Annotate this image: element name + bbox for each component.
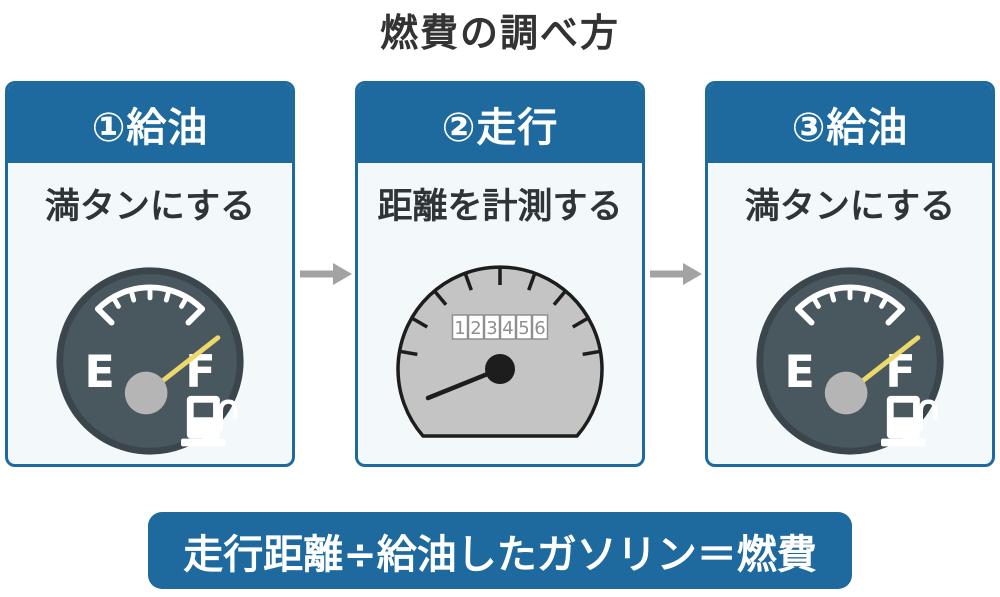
odometer-digit: 5 xyxy=(518,318,529,339)
step-3-description: 満タンにする xyxy=(744,187,956,227)
step-1-description: 満タンにする xyxy=(44,187,256,227)
step-1-header-label: ①給油 xyxy=(91,104,209,151)
step-2-header-label: ②走行 xyxy=(441,104,559,151)
step-panel-drive: ②走行 距離を計測する xyxy=(355,81,645,467)
gauge-full-label: F xyxy=(885,346,915,398)
step-panel-refuel-1: ①給油 満タンにする E F xyxy=(5,81,295,467)
fuel-gauge-icon: E F xyxy=(56,267,244,455)
step-2-header: ②走行 xyxy=(358,84,642,163)
gauge-empty-label: E xyxy=(784,346,814,398)
gauge-full-label: F xyxy=(185,346,215,398)
arrow-right-icon xyxy=(650,263,702,285)
fuel-gauge-icon: E F xyxy=(756,267,944,455)
gauge-needle-hub xyxy=(824,371,868,415)
step-1-header: ①給油 xyxy=(8,84,292,163)
step-3-figure: E F xyxy=(708,264,992,458)
odometer-digit: 4 xyxy=(502,318,513,339)
gauge-needle-hub xyxy=(124,371,168,415)
odometer-digit: 3 xyxy=(486,318,497,339)
step-2-figure: 1 2 3 4 5 6 xyxy=(358,265,642,438)
step-2-description: 距離を計測する xyxy=(377,187,623,227)
odometer-readout: 1 2 3 4 5 6 xyxy=(451,314,549,340)
fuel-pump-icon xyxy=(181,395,238,447)
gauge-empty-label: E xyxy=(84,346,114,398)
arrow-right-icon xyxy=(300,263,352,285)
step-1-figure: E F xyxy=(8,264,292,458)
formula-banner: 走行距離÷給油したガソリン＝燃費 xyxy=(148,512,852,589)
odometer-icon: 1 2 3 4 5 6 xyxy=(396,265,604,438)
step-panel-refuel-2: ③給油 満タンにする E F xyxy=(705,81,995,467)
odometer-digit: 6 xyxy=(534,318,545,339)
formula-text: 走行距離÷給油したガソリン＝燃費 xyxy=(183,531,817,578)
odometer-digit: 2 xyxy=(470,318,481,339)
fuel-pump-icon xyxy=(881,395,938,447)
step-3-header: ③給油 xyxy=(708,84,992,163)
odometer-digit: 1 xyxy=(454,318,465,339)
speedometer-hub xyxy=(485,354,515,384)
step-3-header-label: ③給油 xyxy=(791,104,909,151)
page-title: 燃費の調べ方 xyxy=(379,11,620,55)
